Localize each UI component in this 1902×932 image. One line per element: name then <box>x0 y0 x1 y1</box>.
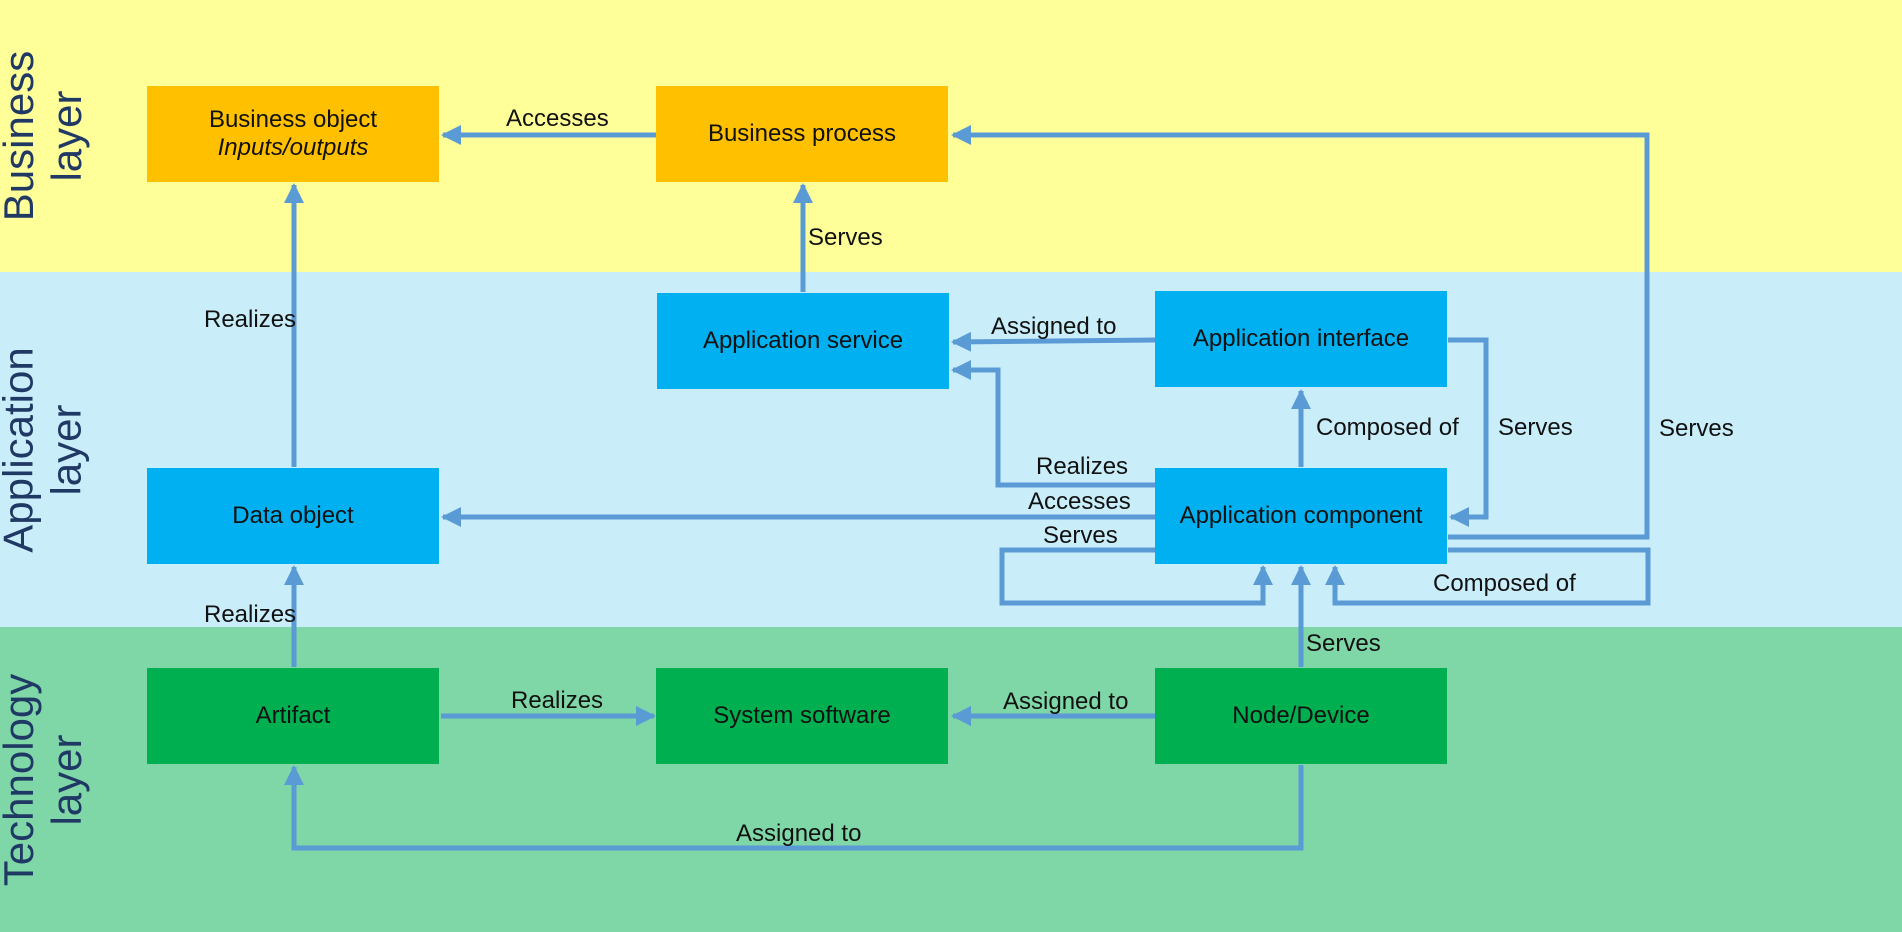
application-component-label: Application component <box>1179 502 1423 529</box>
business-process-label: Business process <box>707 120 897 147</box>
relation-label-assigned-interface-to-service: Assigned to <box>991 313 1117 340</box>
system-software-box: System software <box>656 668 948 764</box>
application-layer-band <box>0 272 1902 627</box>
relation-label-realizes-artifact-to-data: Realizes <box>204 601 297 628</box>
node-device-box: Node/Device <box>1155 668 1447 764</box>
application-component-box: Application component <box>1155 468 1447 564</box>
relation-label-serves-service-to-process: Serves <box>808 224 883 251</box>
relation-label-serves-node-to-component: Serves <box>1306 630 1381 657</box>
artifact-label: Artifact <box>255 702 331 729</box>
node-device-label: Node/Device <box>1232 702 1370 729</box>
relation-label-serves-component-to-process: Serves <box>1659 415 1734 442</box>
artifact-box: Artifact <box>147 668 439 764</box>
edge-assigned-node-to-artifact <box>284 765 1304 851</box>
relation-label-composed-component-loop: Composed of <box>1433 570 1576 597</box>
system-software-label: System software <box>713 702 891 729</box>
application-service-label: Application service <box>702 327 904 354</box>
relation-label-accesses-component-to-data: Accesses <box>1028 488 1131 515</box>
relation-label-assigned-node-to-artifact: Assigned to <box>736 820 862 847</box>
relation-label-serves-component-loop: Serves <box>1043 522 1118 549</box>
relation-label-accesses-business: Accesses <box>506 105 609 132</box>
business-object-label: Business object <box>208 106 378 133</box>
application-service-box: Application service <box>657 293 949 389</box>
business-object-sublabel: Inputs/outputs <box>217 134 369 161</box>
relation-label-serves-interface-to-component: Serves <box>1498 414 1573 441</box>
business-process-box: Business process <box>656 86 948 182</box>
relation-label-assigned-node-to-software: Assigned to <box>1003 688 1129 715</box>
data-object-box: Data object <box>147 468 439 564</box>
edge-realizes-component-to-service <box>951 360 1155 488</box>
application-interface-label: Application interface <box>1192 325 1410 352</box>
relation-label-realizes-component-to-service: Realizes <box>1036 453 1129 480</box>
business-object-box: Business object Inputs/outputs <box>147 86 439 182</box>
data-object-label: Data object <box>232 502 354 529</box>
edge-composed-component-loop <box>1325 547 1651 606</box>
edge-serves-component-loop <box>999 547 1273 606</box>
relation-label-realizes-artifact-to-software: Realizes <box>511 687 604 714</box>
relation-label-composed-interface: Composed of <box>1316 414 1459 441</box>
edge-serves-component-to-process <box>951 125 1650 540</box>
edge-serves-interface-to-component <box>1448 337 1489 527</box>
edge-assigned-interface-to-service <box>951 331 1156 352</box>
application-interface-box: Application interface <box>1155 291 1447 387</box>
relation-label-realizes-data-to-business-object: Realizes <box>204 306 297 333</box>
